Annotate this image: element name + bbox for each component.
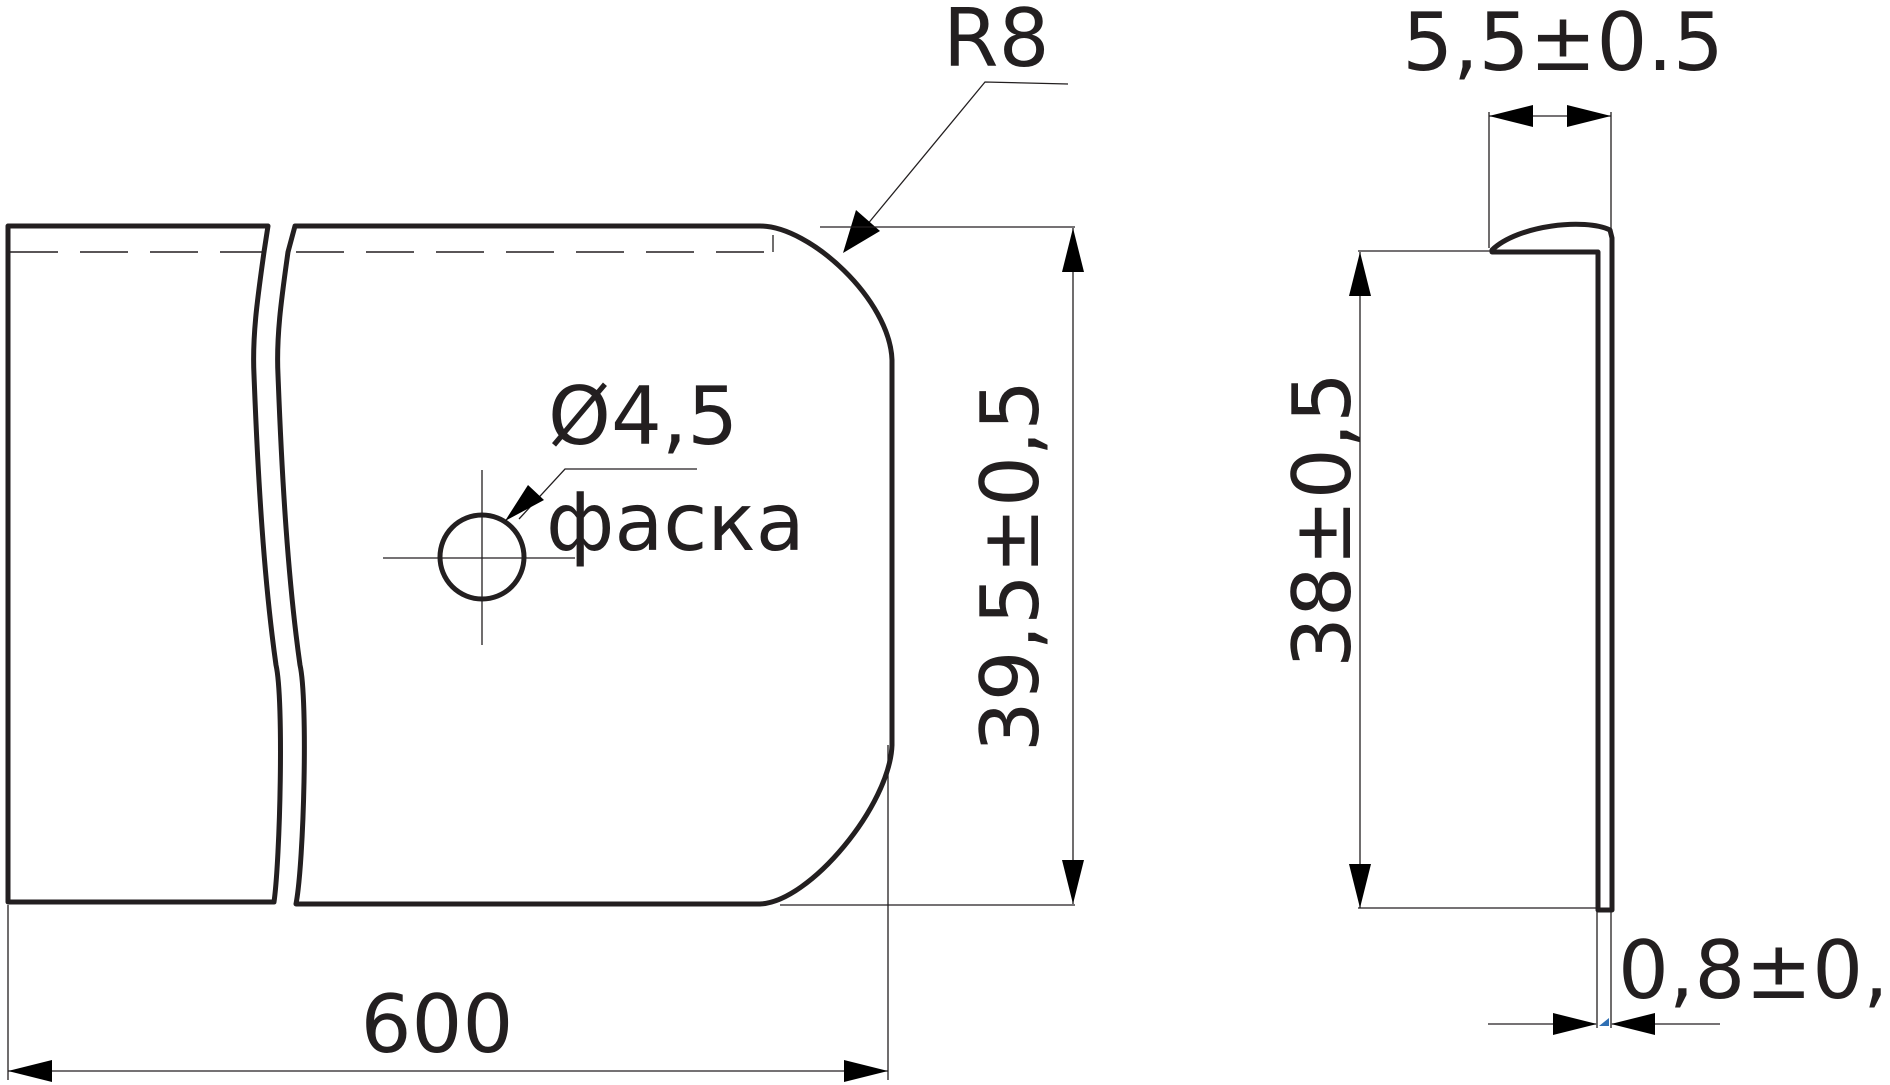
flange-width-label: 5,5±0.5 [1402,0,1723,89]
profile-height-arrow-top [1349,252,1371,296]
length-label: 600 [361,978,514,1071]
radius-leader-arrow [843,210,880,253]
thickness-arrow-left [1553,1013,1597,1035]
radius-label: R8 [943,0,1049,85]
height-arrow-bottom [1062,860,1084,904]
length-arrow-right [844,1060,888,1082]
chamfer-label: фаска [546,476,805,569]
thickness-label: 0,8±0,1 [1618,924,1890,1017]
profile-height-label: 38±0,5 [1276,372,1369,668]
height-label: 39,5±0,5 [964,380,1057,752]
flange-arrow-right [1567,105,1611,127]
flange-arrow-left [1489,105,1533,127]
length-arrow-left [8,1060,52,1082]
thickness-arrow-right [1611,1013,1655,1035]
height-arrow-top [1062,228,1084,272]
hole-leader-arrow [505,485,544,521]
hole-diameter-label: Ø4,5 [548,370,738,463]
radius-leader-line [856,81,1069,238]
thickness-marker [1599,1018,1609,1026]
strip-right-part [275,223,895,907]
strip-left-part [5,223,283,905]
profile-outline [1489,221,1615,913]
profile-height-arrow-bottom [1349,864,1371,908]
